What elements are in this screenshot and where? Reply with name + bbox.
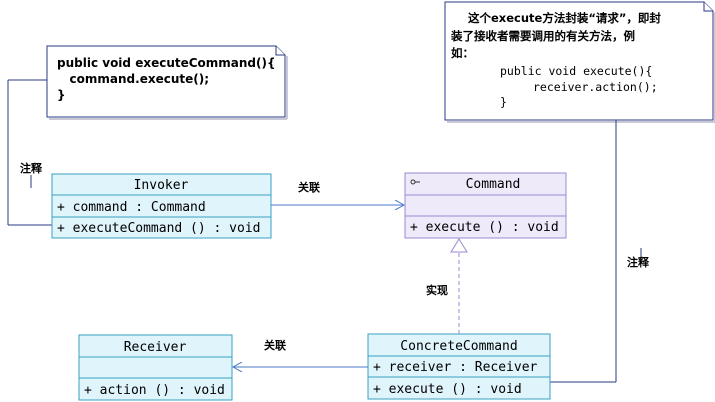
association-bottom-label: 关联 xyxy=(264,338,286,352)
concrete-command-name: ConcreteCommand xyxy=(400,339,517,354)
note-left-line-1: public void executeCommand(){ xyxy=(57,56,276,70)
class-concrete-command: ConcreteCommand + receiver : Receiver + … xyxy=(367,333,551,400)
command-method: + execute () : void xyxy=(410,220,559,235)
note-left-line-3: } xyxy=(57,88,66,102)
note-left-connector: 注释 xyxy=(7,79,52,226)
note-right-line-2: 装了接收者需要调用的有关方法，例 xyxy=(450,29,635,43)
concrete-command-attribute: + receiver : Receiver xyxy=(373,360,538,375)
receiver-name: Receiver xyxy=(124,340,187,355)
receiver-method: + action () : void xyxy=(84,383,225,398)
class-receiver: Receiver + action () : void xyxy=(78,334,233,401)
association-invoker-command: 关联 xyxy=(271,180,404,205)
note-right-line-1: 这个execute方法封装“请求”，即封 xyxy=(468,11,661,25)
note-left: public void executeCommand(){ command.ex… xyxy=(46,45,288,120)
note-left-line-2: command.execute(); xyxy=(57,72,209,86)
note-right-line-5: receiver.action(); xyxy=(533,80,658,94)
interface-icon xyxy=(410,179,420,185)
realization-label: 实现 xyxy=(426,283,448,297)
invoker-name: Invoker xyxy=(134,178,189,193)
concrete-command-method: + execute () : void xyxy=(373,382,522,397)
association-concrete-receiver: 关联 xyxy=(233,338,368,367)
note-right-line-4: public void execute(){ xyxy=(500,64,652,78)
note-right-label: 注释 xyxy=(627,255,650,269)
note-left-label: 注释 xyxy=(20,161,43,175)
invoker-attribute: + command : Command xyxy=(57,200,206,215)
command-name: Command xyxy=(466,177,521,192)
note-right: 这个execute方法封装“请求”，即封 装了接收者需要调用的有关方法，例 如：… xyxy=(444,1,715,123)
note-right-connector: 注释 xyxy=(550,120,650,383)
invoker-method: + executeCommand () : void xyxy=(57,221,261,236)
realization-concrete-command: 实现 xyxy=(426,238,468,334)
class-command: Command + execute () : void xyxy=(404,172,567,239)
note-right-line-3: 如： xyxy=(451,46,474,60)
class-invoker: Invoker + command : Command + executeCom… xyxy=(51,173,272,239)
association-top-label: 关联 xyxy=(298,180,320,194)
note-right-line-6: } xyxy=(500,95,507,109)
